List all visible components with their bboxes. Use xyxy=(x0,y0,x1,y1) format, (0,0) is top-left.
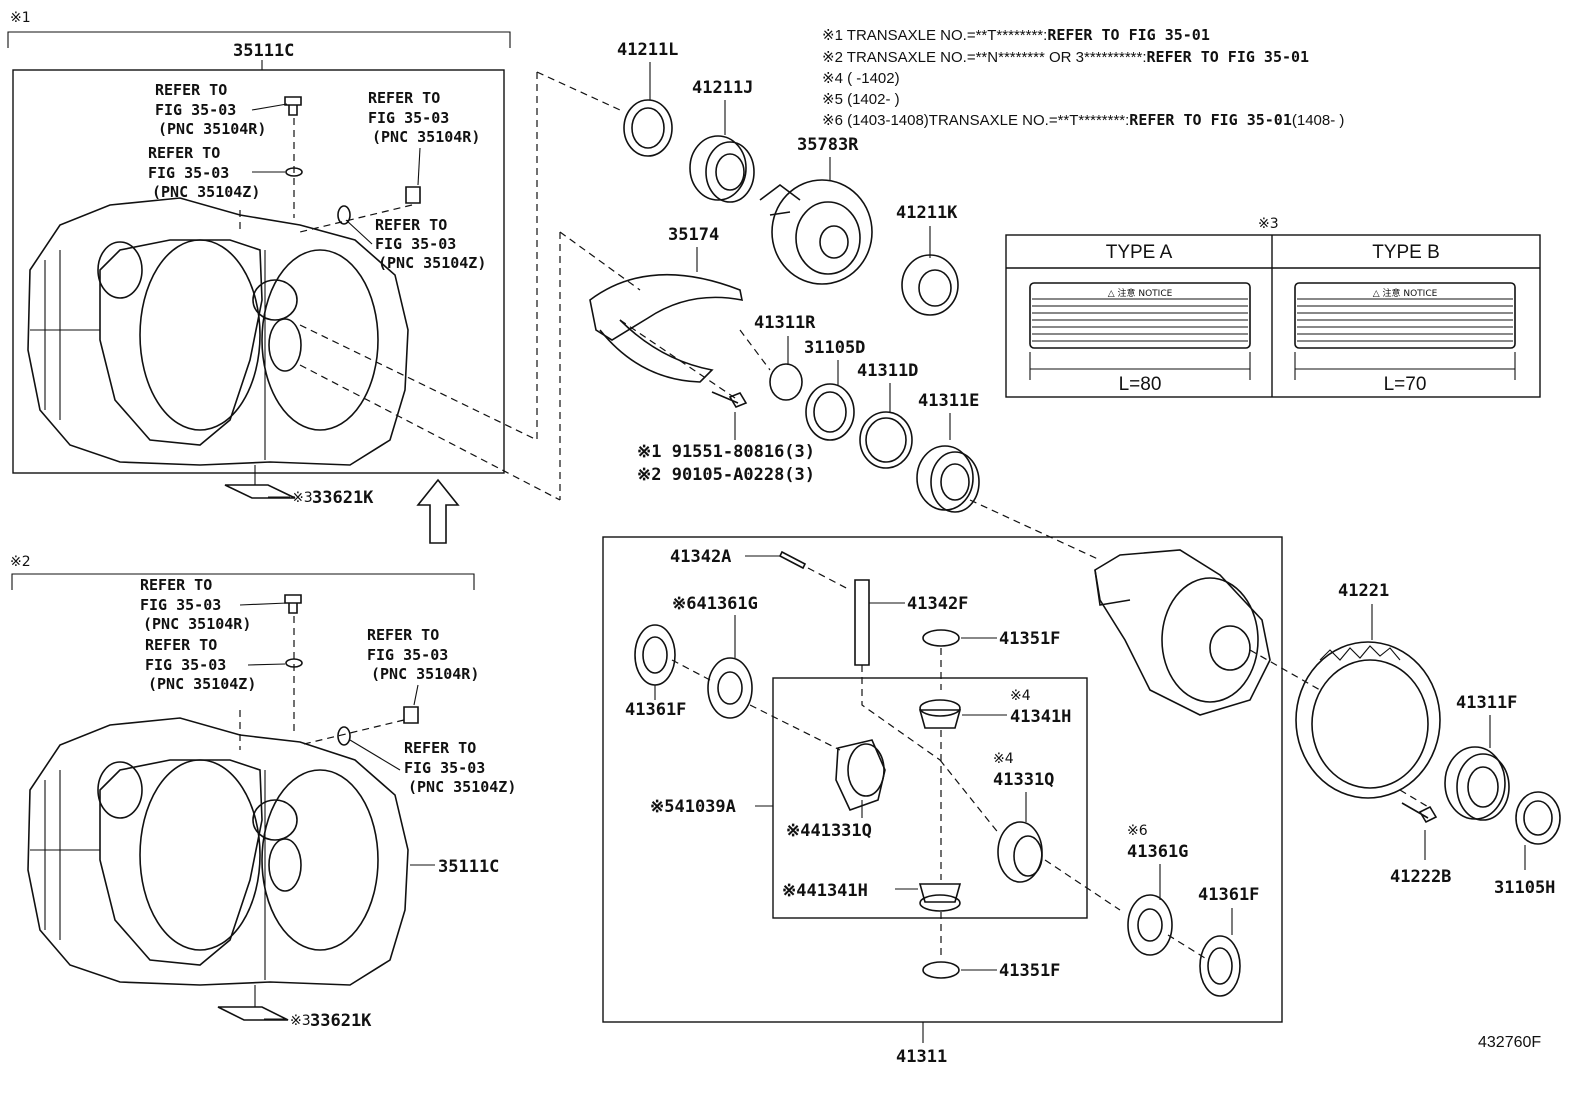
bolt-2: ※2 90105-A0228(3) xyxy=(637,465,815,485)
part-41361G-a: ※641361G xyxy=(672,594,758,614)
g2-ref2-l1: REFER TO xyxy=(145,636,217,654)
part-41311R: 41311R xyxy=(754,313,816,333)
note-4: ※4 ( -1402) xyxy=(822,70,900,87)
part-31105H: 31105H xyxy=(1494,878,1555,898)
g1-ref1-l1: REFER TO xyxy=(155,81,227,99)
part-41211J: 41211J xyxy=(692,78,753,98)
part-35783R: 35783R xyxy=(797,135,859,155)
part-35174: 35174 xyxy=(668,225,719,245)
g1-ref4-l1: REFER TO xyxy=(375,216,447,234)
part-41222B: 41222B xyxy=(1390,867,1451,887)
svg-text:※2 TRANSAXLE NO.=**N******** O: ※2 TRANSAXLE NO.=**N******** OR 3*******… xyxy=(822,48,1309,66)
figure-id: 432760F xyxy=(1478,1034,1541,1051)
svg-text:※4 ( -1402): ※4 ( -1402) xyxy=(822,70,900,87)
part-41341H-top-mark: ※4 xyxy=(1010,688,1031,704)
g2-ref1-l1: REFER TO xyxy=(140,576,212,594)
svg-text:※5 (1402- ): ※5 (1402- ) xyxy=(822,91,900,108)
part-41331Q-right: 41331Q xyxy=(993,770,1054,790)
svg-text:※6 (1403-1408)TRANSAXLE NO.=**: ※6 (1403-1408)TRANSAXLE NO.=**T********:… xyxy=(822,111,1344,129)
g1-ref3-l3: (PNC 35104R) xyxy=(372,128,480,146)
diff-kit: 41311 41342A 41342F 41351F ※4 41341H ※64… xyxy=(602,536,1283,1067)
g1-ref3-l1: REFER TO xyxy=(368,89,440,107)
type-a-notice: △ 注意 NOTICE xyxy=(1108,287,1173,299)
note-2: ※2 TRANSAXLE NO.=**N******** OR 3*******… xyxy=(822,49,1147,66)
g2-ref1-l2: FIG 35-03 xyxy=(140,596,221,614)
group-1-mark: ※1 xyxy=(10,10,31,26)
g2-ref3-l2: FIG 35-03 xyxy=(367,646,448,664)
part-31105D: 31105D xyxy=(804,338,865,358)
up-arrow-icon xyxy=(416,478,460,544)
note-6-ref: REFER TO FIG 35-01 xyxy=(1129,111,1292,129)
g2-ref4-l1: REFER TO xyxy=(404,739,476,757)
part-41221: 41221 xyxy=(1338,581,1389,601)
part-41311E: 41311E xyxy=(918,391,979,411)
group-1-title: 35111C xyxy=(233,41,294,61)
group-1-housing: ※1 35111C REFER TO FIG 35-03 (PNC 35104R… xyxy=(7,10,641,508)
g2-label-part: 33621K xyxy=(310,1011,372,1031)
part-41311D: 41311D xyxy=(857,361,918,381)
table-mark: ※3 xyxy=(1258,216,1279,232)
note-5: ※5 (1402- ) xyxy=(822,91,900,108)
part-41342F: 41342F xyxy=(907,594,968,614)
group-2-mark: ※2 xyxy=(10,554,31,570)
part-41361F-a: 41361F xyxy=(625,700,686,720)
part-41361F-b: 41361F xyxy=(1198,885,1259,905)
type-b-header: TYPE B xyxy=(1372,242,1440,263)
part-41351F-top: 41351F xyxy=(999,629,1060,649)
type-b-notice: △ 注意 NOTICE xyxy=(1373,287,1438,299)
g2-ref3-l1: REFER TO xyxy=(367,626,439,644)
g1-ref2-l1: REFER TO xyxy=(148,144,220,162)
part-41211K: 41211K xyxy=(896,203,958,223)
group-2-housing: ※2 REFER TO FIG 35-03 (PNC 35104R) REFER… xyxy=(10,554,516,1031)
note-1-ref: REFER TO FIG 35-01 xyxy=(1047,26,1210,44)
g1-label-mark: ※3 xyxy=(292,490,313,506)
g2-ref3-l3: (PNC 35104R) xyxy=(371,665,479,683)
note-2-ref: REFER TO FIG 35-01 xyxy=(1147,48,1310,66)
g2-ref2-l2: FIG 35-03 xyxy=(145,656,226,674)
label-table: ※3 TYPE A TYPE B △ 注意 NOTICE L=80 △ 注意 N… xyxy=(1005,216,1541,398)
part-41039A: ※541039A xyxy=(650,797,736,817)
g1-ref4-l3: (PNC 35104Z) xyxy=(378,254,486,272)
g1-ref2-l3: (PNC 35104Z) xyxy=(152,183,260,201)
part-41331Q-right-mark: ※4 xyxy=(993,751,1014,767)
part-41341H-top: 41341H xyxy=(1010,707,1071,727)
g1-label-part: 33621K xyxy=(312,488,374,508)
part-41341H-bottom: ※441341H xyxy=(782,881,868,901)
g2-ref4-l3: (PNC 35104Z) xyxy=(408,778,516,796)
g2-label-mark: ※3 xyxy=(290,1013,311,1029)
part-41331Q-left: ※441331Q xyxy=(786,821,872,841)
differential: 41221 41311F 31105H 41222B xyxy=(1094,549,1561,898)
note-1: ※1 TRANSAXLE NO.=**T********: xyxy=(822,27,1047,44)
g1-ref1-l3: (PNC 35104R) xyxy=(158,120,266,138)
g1-ref1-l2: FIG 35-03 xyxy=(155,101,236,119)
part-41361G-b: 41361G xyxy=(1127,842,1188,862)
notes-block: ※1 TRANSAXLE NO.=**T********:REFER TO FI… xyxy=(822,26,1344,129)
type-a-length: L=80 xyxy=(1119,374,1162,395)
g2-part: 35111C xyxy=(438,857,499,877)
note-6: ※6 (1403-1408)TRANSAXLE NO.=**T********: xyxy=(822,112,1129,129)
svg-text:※1 TRANSAXLE NO.=**T********:R: ※1 TRANSAXLE NO.=**T********:REFER TO FI… xyxy=(822,26,1210,44)
part-41351F-bottom: 41351F xyxy=(999,961,1060,981)
bolt-1: ※1 91551-80816(3) xyxy=(637,442,815,462)
part-41311F: 41311F xyxy=(1456,693,1517,713)
g2-ref2-l3: (PNC 35104Z) xyxy=(148,675,256,693)
part-41311: 41311 xyxy=(896,1047,947,1067)
g1-ref4-l2: FIG 35-03 xyxy=(375,235,456,253)
note-6-suffix: (1408- ) xyxy=(1292,112,1345,129)
g1-ref2-l2: FIG 35-03 xyxy=(148,164,229,182)
type-a-header: TYPE A xyxy=(1106,242,1173,263)
upper-parts: 41211L 41211J 35783R 41211K 35174 ※1 915… xyxy=(589,40,1101,561)
part-41211L: 41211L xyxy=(617,40,678,60)
part-41361G-b-mark: ※6 xyxy=(1127,823,1148,839)
type-b-length: L=70 xyxy=(1384,374,1427,395)
g1-ref3-l2: FIG 35-03 xyxy=(368,109,449,127)
g2-ref1-l3: (PNC 35104R) xyxy=(143,615,251,633)
g2-ref4-l2: FIG 35-03 xyxy=(404,759,485,777)
part-41342A: 41342A xyxy=(670,547,731,567)
